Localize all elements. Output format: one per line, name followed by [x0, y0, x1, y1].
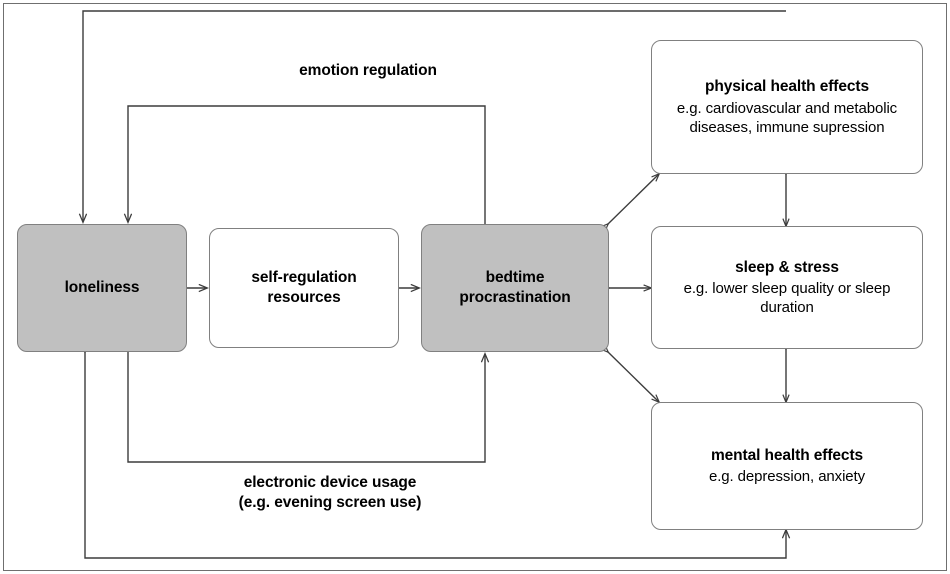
node-mental-health-effects-title: mental health effects	[710, 446, 864, 464]
wire-bedtime-to-loneliness-emotion-regulation	[128, 105, 486, 224]
wire-loneliness-to-physical-health	[83, 10, 786, 222]
node-loneliness-title: loneliness	[64, 279, 140, 297]
node-sleep-and-stress-title: sleep & stress	[735, 258, 839, 276]
node-sleep-and-stress[interactable]: sleep & stress e.g. lower sleep quality …	[651, 226, 923, 349]
node-self-regulation-resources-label: self-regulation resources	[251, 269, 357, 306]
wire-loneliness-to-mental-health	[85, 352, 786, 559]
wire-loneliness-to-bedtime-device-usage	[127, 352, 485, 463]
wire-bedtime-to-physical-health	[608, 174, 659, 224]
node-physical-health-effects-examples: e.g. cardiovascular and metabolic diseas…	[676, 99, 898, 136]
node-sleep-and-stress-examples: e.g. lower sleep quality or sleep durati…	[683, 280, 891, 317]
edge-label-emotion-regulation: emotion regulation	[299, 62, 437, 79]
node-bedtime-procrastination-label: bedtime procrastination	[459, 269, 571, 306]
wire-bedtime-to-mental-health	[608, 352, 659, 402]
node-loneliness[interactable]: loneliness	[17, 224, 187, 352]
node-mental-health-effects[interactable]: mental health effects e.g. depression, a…	[651, 402, 923, 530]
edge-label-electronic-device-usage: electronic device usage (e.g. evening sc…	[238, 474, 422, 512]
node-self-regulation-resources[interactable]: self-regulation resources	[209, 228, 399, 348]
node-physical-health-effects[interactable]: physical health effects e.g. cardiovascu…	[651, 40, 923, 174]
node-bedtime-procrastination[interactable]: bedtime procrastination	[421, 224, 609, 352]
node-mental-health-effects-examples: e.g. depression, anxiety	[708, 468, 866, 486]
node-physical-health-effects-title: physical health effects	[705, 78, 869, 96]
